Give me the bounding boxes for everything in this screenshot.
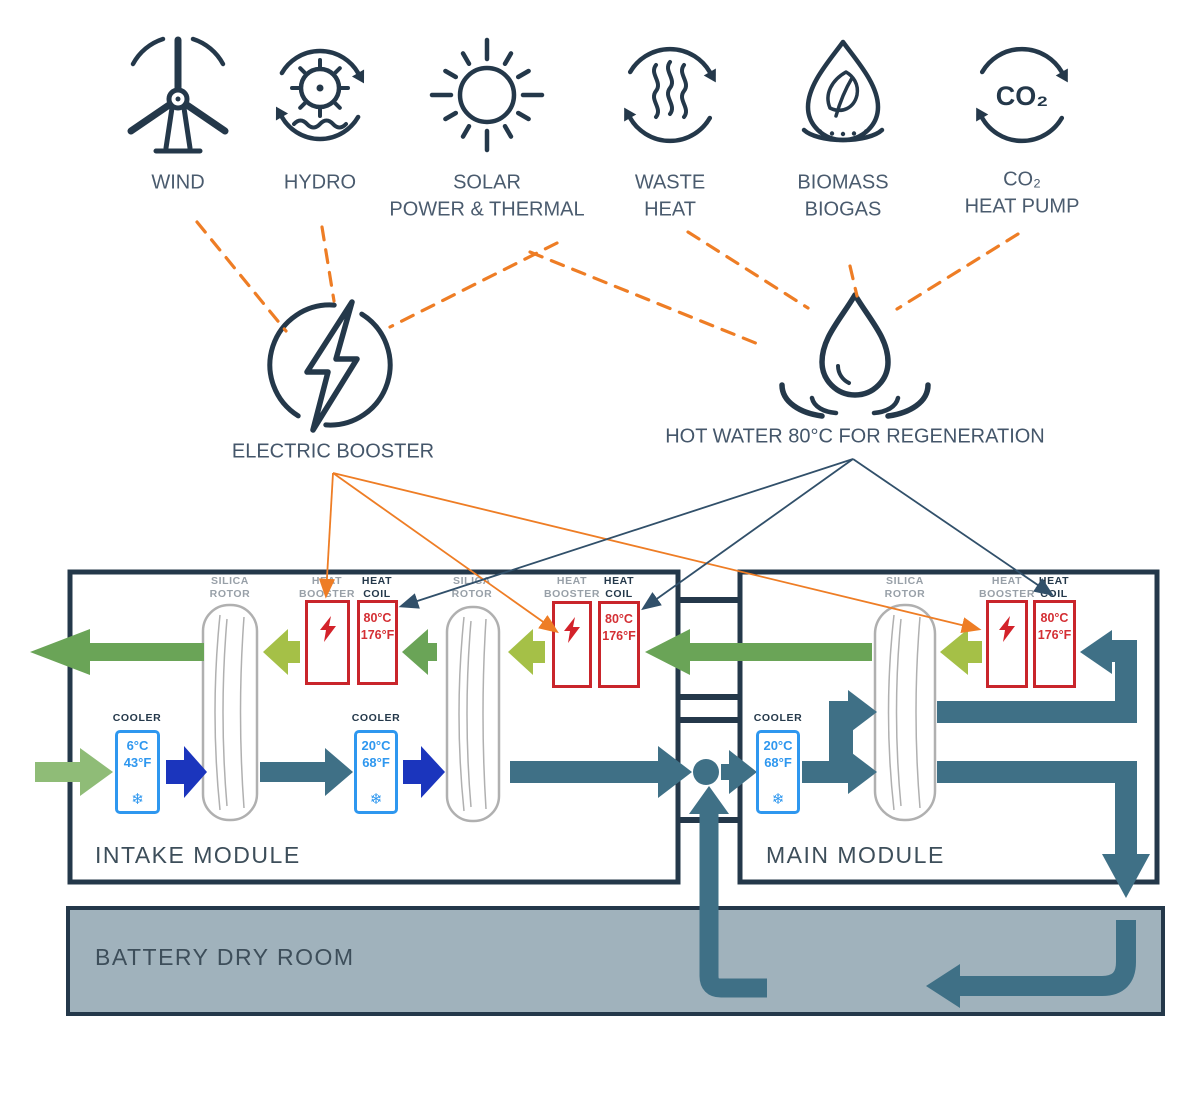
source-label-co2-1: CO₂ <box>1003 168 1041 191</box>
teal-arrow-to-main-cooler <box>721 750 757 794</box>
bolt-icon <box>319 616 336 647</box>
snowflake-icon: ❄ <box>771 791 785 808</box>
electric-booster-label: ELECTRIC BOOSTER <box>231 440 435 463</box>
navy-arrow-1 <box>166 746 207 798</box>
source-label-solar-2: POWER & THERMAL <box>389 198 585 221</box>
co2-heat-pump-icon: CO₂ <box>976 46 1068 144</box>
source-label-biomass-2: BIOGAS <box>804 198 882 221</box>
main-module-label: MAIN MODULE <box>766 842 945 868</box>
cooler-label-1: COOLER <box>112 712 162 724</box>
hot-water-label: HOT WATER 80°C FOR REGENERATION <box>665 425 1045 448</box>
source-label-biomass-1: BIOMASS <box>797 171 889 194</box>
source-label-solar-1: SOLAR <box>453 171 521 194</box>
green-bar-main-to-intake <box>645 629 872 675</box>
split-arrow-top <box>848 690 877 734</box>
navy-arrow-2 <box>403 746 445 798</box>
main-module-box <box>737 569 1160 885</box>
duct-connector <box>678 597 740 823</box>
hot-water-icon <box>779 292 931 419</box>
source-label-co2-2: HEAT PUMP <box>964 195 1080 218</box>
source-label-hydro: HYDRO <box>283 171 357 194</box>
battery-supply-arrowhead <box>926 964 960 1008</box>
battery-return-riser <box>699 810 767 998</box>
electric-booster-icon <box>267 299 393 433</box>
battery-dry-room-label: BATTERY DRY ROOM <box>95 944 355 970</box>
co2-icon-text: CO₂ <box>996 81 1049 111</box>
source-connector-lines <box>195 220 1020 346</box>
intake-module-label: INTAKE MODULE <box>95 842 301 868</box>
source-label-waste-1: WASTE <box>634 171 706 194</box>
cooler-label-3: COOLER <box>753 712 803 724</box>
down-duct-arrowhead <box>1102 854 1150 898</box>
hot-water-to-heat-coils <box>398 458 1054 611</box>
teal-arrow-1 <box>260 748 353 796</box>
electric-booster-to-heat-boosters <box>318 472 982 634</box>
cooler-label-2: COOLER <box>351 712 401 724</box>
teal-arrow-to-junction <box>510 746 692 798</box>
cooler-box-main: 20°C 68°F ❄ <box>756 730 800 814</box>
bolt-icon <box>564 617 580 648</box>
regeneration-loop <box>937 640 1137 723</box>
heat-booster-box-2 <box>552 601 592 688</box>
heat-booster-box-1 <box>305 600 350 685</box>
olive-arrow-3 <box>940 629 982 675</box>
exhaust-arrow-out <box>30 629 204 675</box>
split-arrow-bottom <box>848 750 877 794</box>
biomass-icon <box>801 39 885 143</box>
heat-booster-box-3 <box>986 600 1028 688</box>
source-label-wind: WIND <box>151 171 205 194</box>
snowflake-icon: ❄ <box>131 791 144 808</box>
cooler-box-intake-1: 6°C 43°F ❄ <box>115 730 160 814</box>
intake-air-arrow <box>35 748 113 796</box>
green-arrow-mid <box>402 629 437 675</box>
olive-arrow-1 <box>263 629 300 675</box>
main-cooler-split <box>802 701 853 783</box>
waste-heat-icon <box>624 46 716 144</box>
regeneration-loop-arrowhead <box>1080 630 1112 674</box>
junction-node <box>693 759 719 785</box>
bolt-icon <box>999 616 1015 647</box>
hydro-icon <box>275 48 365 142</box>
source-label-waste-2: HEAT <box>644 198 696 221</box>
cooler-box-intake-2: 20°C 68°F ❄ <box>354 730 398 814</box>
battery-supply-duct <box>960 920 1136 996</box>
solar-icon <box>429 37 545 153</box>
riser-arrowhead <box>689 786 729 814</box>
olive-arrow-2 <box>508 629 545 675</box>
wind-icon <box>127 36 229 154</box>
down-duct-to-battery <box>937 761 1137 856</box>
snowflake-icon: ❄ <box>369 791 383 808</box>
